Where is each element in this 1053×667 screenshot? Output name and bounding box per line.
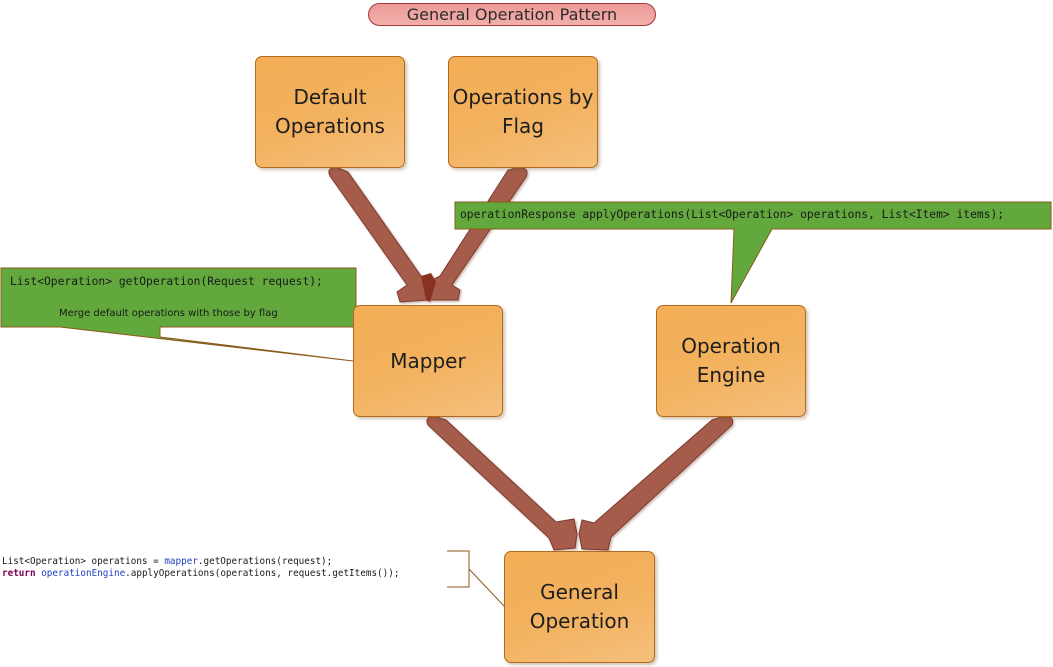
node-operation-engine[interactable]: Operation Engine xyxy=(656,305,806,417)
mapper-signature: List<Operation> getOperation(Request req… xyxy=(10,275,323,288)
node-label: Default Operations xyxy=(275,85,385,138)
node-mapper[interactable]: Mapper xyxy=(353,305,503,417)
code-snippet: List<Operation> operations = mapper.getO… xyxy=(2,556,399,580)
arrow-mapper-to-general xyxy=(426,415,578,551)
node-label: Operations by Flag xyxy=(452,85,594,138)
engine-signature: operationResponse applyOperations(List<O… xyxy=(460,208,1005,221)
node-operations-by-flag[interactable]: Operations by Flag xyxy=(448,56,598,168)
diagram-title: General Operation Pattern xyxy=(368,3,656,26)
mapper-note: Merge default operations with those by f… xyxy=(59,308,278,319)
arrow-engine-to-general xyxy=(578,415,734,551)
callout-engine xyxy=(454,201,1052,304)
node-general-operation[interactable]: General Operation xyxy=(504,551,655,663)
code-line-2: return operationEngine.applyOperations(o… xyxy=(2,568,400,579)
node-label: General Operation xyxy=(529,580,630,633)
node-label: Operation Engine xyxy=(681,334,781,387)
node-label: Mapper xyxy=(390,348,466,373)
code-line-1: List<Operation> operations = mapper.getO… xyxy=(2,556,333,567)
code-bracket xyxy=(447,550,505,607)
node-default-operations[interactable]: Default Operations xyxy=(255,56,405,168)
callout-mapper xyxy=(0,267,357,362)
arrow-flag-to-mapper xyxy=(421,166,528,302)
